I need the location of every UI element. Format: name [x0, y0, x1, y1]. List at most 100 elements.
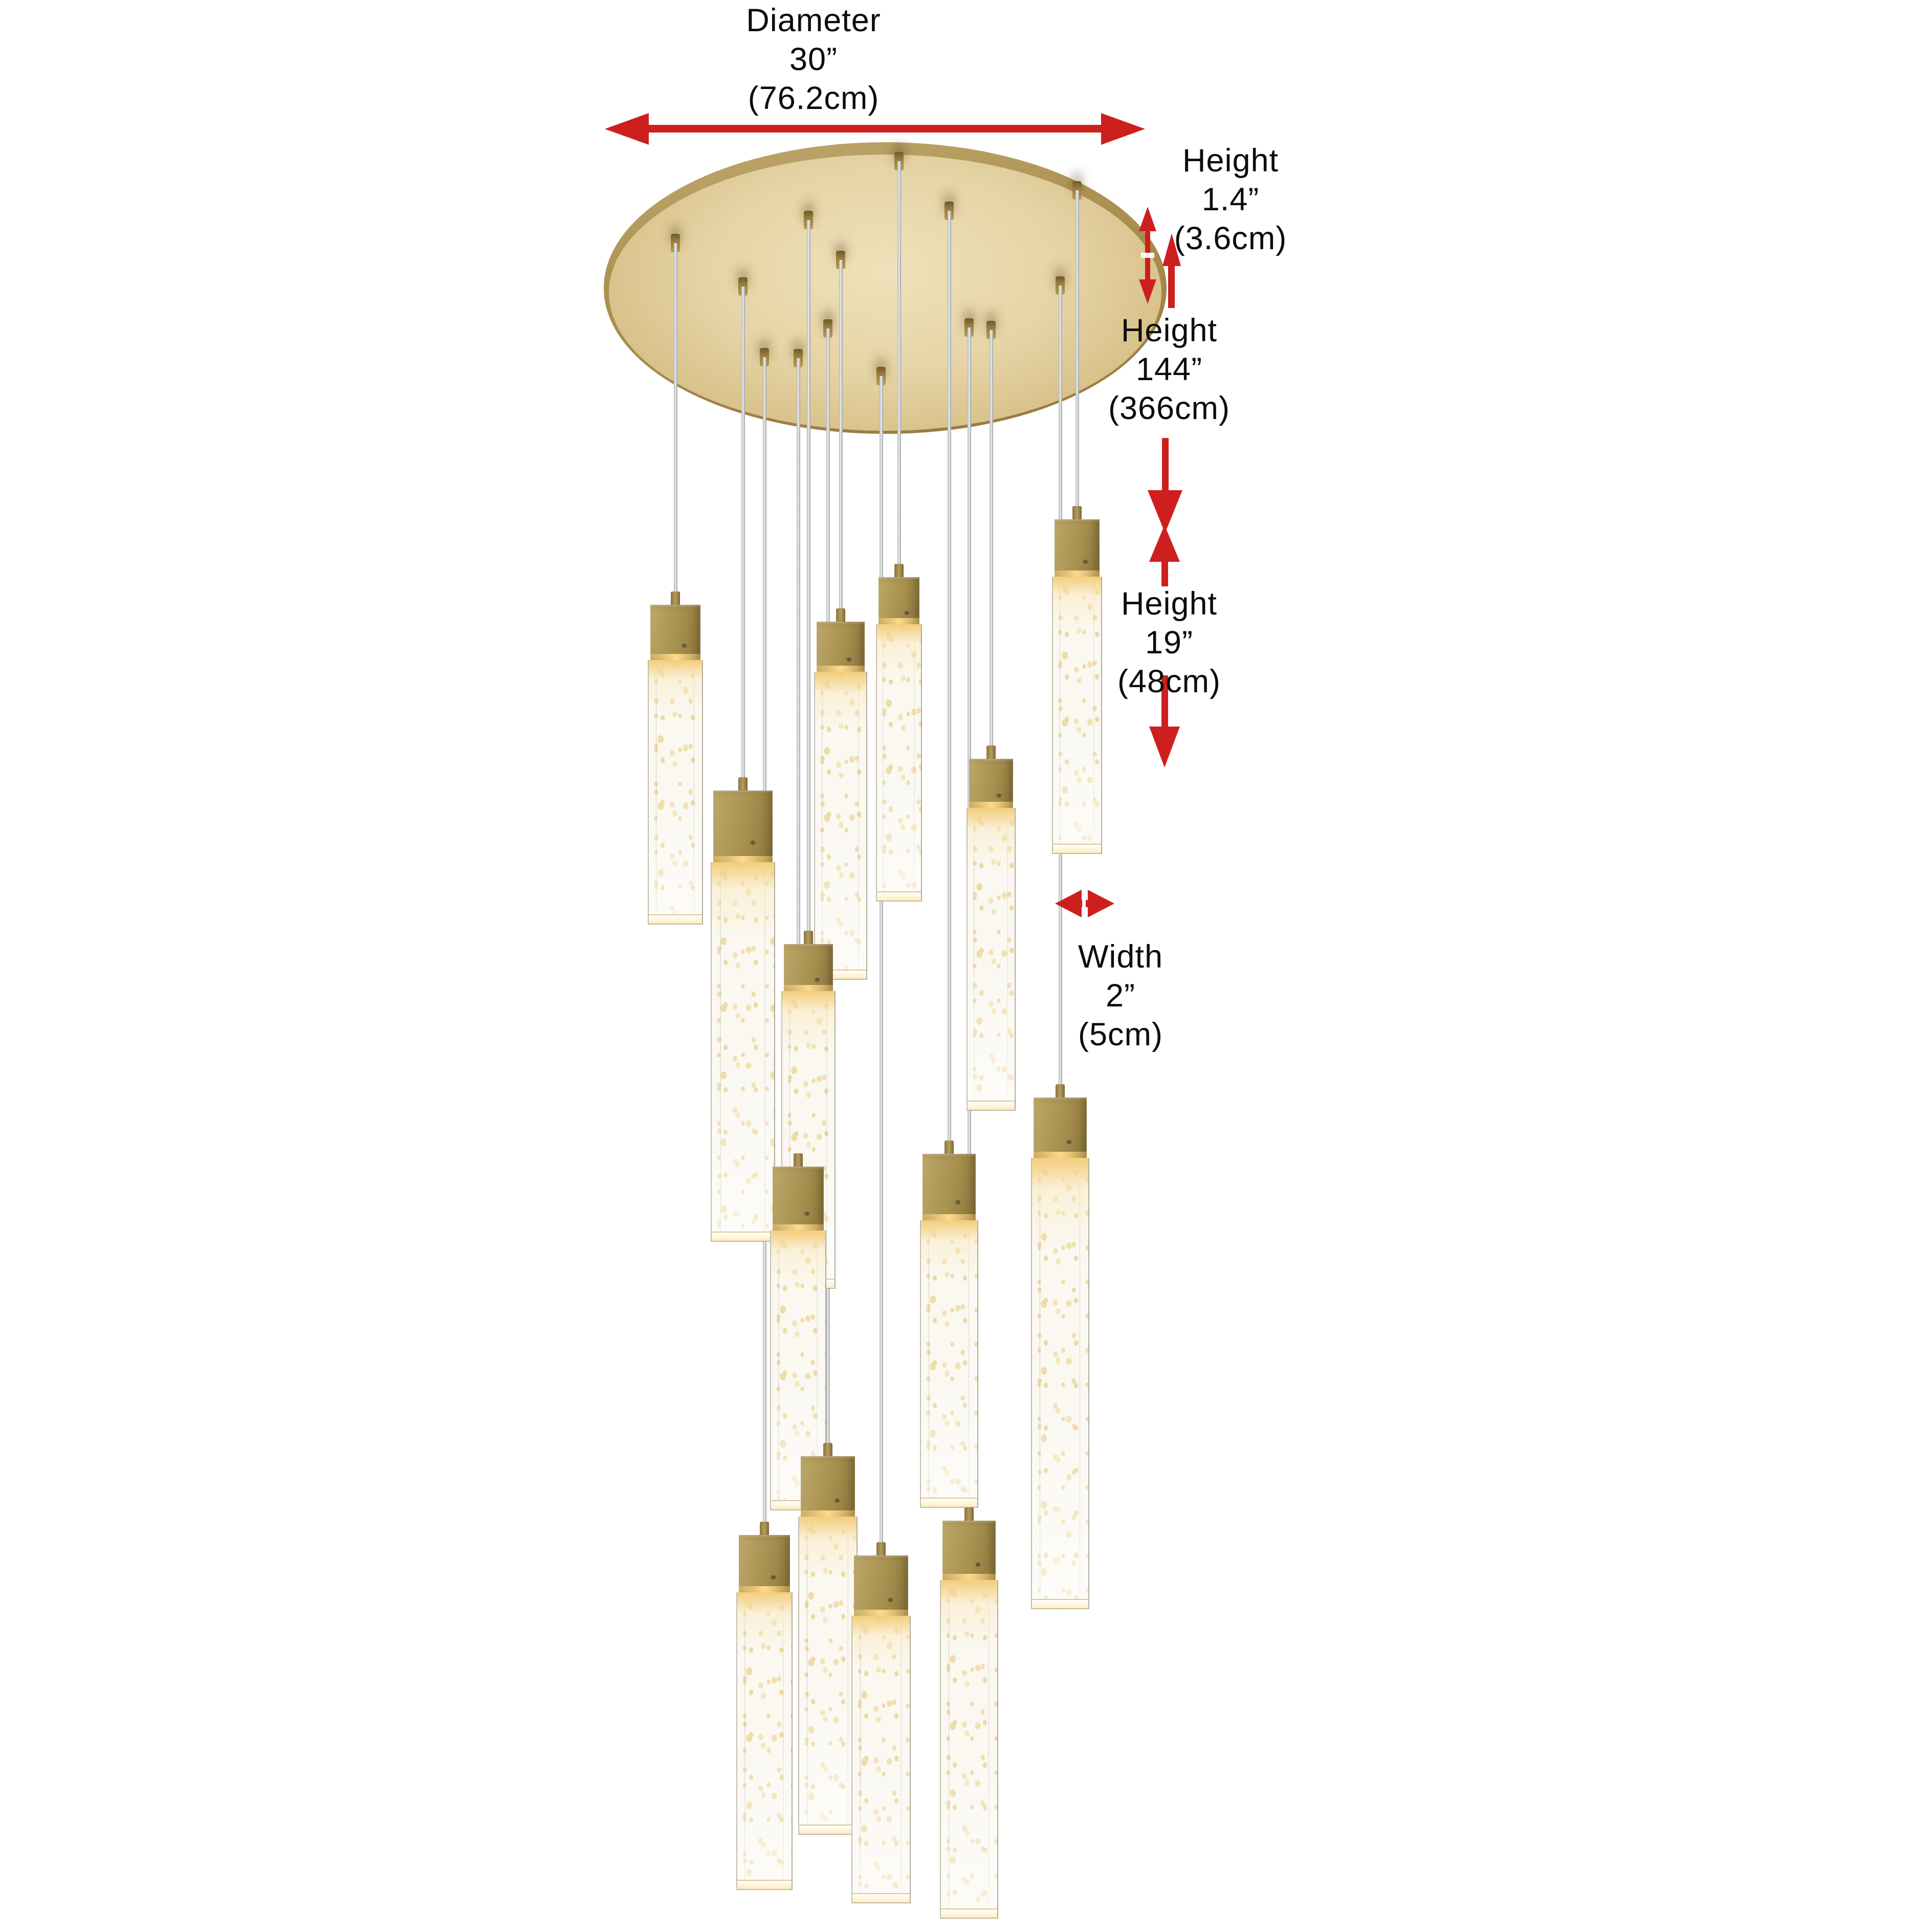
- pendant-width-label: Width: [1078, 939, 1163, 975]
- suspension-cable: [673, 243, 677, 592]
- diameter-value: 30”: [789, 41, 838, 77]
- overall-height-arrow-up-icon: [1162, 233, 1181, 266]
- cap-glow-band: [801, 1510, 855, 1517]
- cap-screw-icon: [750, 839, 756, 845]
- pendant-knob: [794, 1153, 803, 1168]
- crystal-bar: [648, 660, 703, 925]
- cap-glow-band: [854, 1610, 908, 1616]
- pendant-knob: [894, 564, 904, 578]
- overall-height-arrow-up-shaft: [1168, 265, 1175, 308]
- crystal-fade: [921, 1220, 977, 1507]
- suspension-cable: [879, 376, 883, 1543]
- pendant-knob: [1056, 1084, 1065, 1099]
- cap-glow-band: [784, 985, 833, 991]
- cap-screw-icon: [681, 642, 687, 648]
- suspension-cable: [989, 330, 993, 747]
- pendant-cap: [773, 1167, 824, 1231]
- pendant-height-arrow-down-shaft: [1161, 675, 1168, 728]
- pendant-height-arrow-up-icon: [1149, 525, 1180, 562]
- crystal-bottom-glow: [921, 1498, 977, 1507]
- pendant-width-metric: (5cm): [1078, 1017, 1163, 1052]
- crystal-bottom-glow: [737, 1880, 792, 1889]
- pendant-height-annotation: Height 19” (48cm): [1026, 584, 1312, 701]
- pendant-knob: [760, 1522, 769, 1536]
- crystal-bar: [967, 808, 1016, 1111]
- pendant-cap: [879, 577, 919, 624]
- pendant-knob: [823, 1443, 832, 1457]
- crystal-bottom-glow: [941, 1908, 997, 1918]
- pendant-cap: [739, 1535, 790, 1592]
- canopy-height-value: 1.4”: [1201, 182, 1260, 217]
- suspension-cable: [947, 211, 951, 1141]
- pendant-cap: [817, 622, 865, 672]
- crystal-bar: [814, 672, 867, 980]
- pendant-cap: [854, 1555, 908, 1616]
- cap-screw-icon: [955, 1199, 961, 1205]
- cap-glow-band: [773, 1224, 824, 1231]
- crystal-bar: [851, 1616, 911, 1903]
- cap-screw-icon: [904, 609, 910, 615]
- crystal-fade: [941, 1580, 997, 1918]
- canopy-height-label: Height: [1182, 143, 1279, 179]
- pendant-width-arrow-gap: [1082, 888, 1086, 919]
- pendant-knob: [671, 591, 680, 606]
- cap-screw-icon: [887, 1596, 893, 1602]
- crystal-fade: [1032, 1158, 1088, 1608]
- crystal-bar: [736, 1592, 793, 1890]
- overall-height-arrow-down-shaft: [1162, 438, 1169, 491]
- pendant-knob: [804, 931, 813, 945]
- pendant-cap: [1034, 1097, 1087, 1158]
- cap-screw-icon: [975, 1561, 981, 1567]
- cap-glow-band: [713, 856, 773, 862]
- pendant-knob: [738, 777, 748, 792]
- pendant-knob: [1072, 506, 1082, 520]
- diameter-arrow-left-icon: [605, 113, 649, 145]
- crystal-bottom-glow: [877, 891, 921, 901]
- crystal-bottom-glow: [852, 1893, 910, 1902]
- crystal-fade: [968, 808, 1015, 1110]
- cap-glow-band: [942, 1574, 996, 1580]
- cap-screw-icon: [804, 1210, 810, 1216]
- pendant-cap: [1055, 519, 1100, 577]
- crystal-bottom-glow: [649, 914, 702, 924]
- pendant-knob: [945, 1140, 954, 1155]
- suspension-cable: [806, 220, 810, 932]
- crystal-bar: [940, 1580, 998, 1919]
- suspension-cable: [1075, 190, 1079, 507]
- crystal-fade: [649, 660, 702, 924]
- cap-screw-icon: [846, 655, 852, 662]
- pendant-cap: [784, 944, 833, 991]
- cap-screw-icon: [771, 1574, 776, 1580]
- crystal-bottom-glow: [1032, 1599, 1088, 1608]
- crystal-bottom-glow: [799, 1825, 857, 1834]
- diameter-label: Diameter: [746, 3, 881, 38]
- suspension-cable: [741, 287, 745, 778]
- pendant-knob: [964, 1507, 974, 1522]
- cap-glow-band: [969, 802, 1013, 808]
- crystal-bar: [711, 862, 775, 1242]
- crystal-fade: [815, 672, 866, 979]
- cap-glow-band: [1034, 1152, 1087, 1158]
- cap-glow-band: [879, 618, 919, 624]
- overall-height-label: Height: [1121, 313, 1218, 348]
- canopy-height-arrow-down-icon: [1139, 279, 1156, 304]
- pendant-height-label: Height: [1121, 586, 1218, 622]
- crystal-fade: [1053, 577, 1101, 853]
- diameter-annotation: Diameter 30” (76.2cm): [670, 1, 957, 118]
- crystal-bar: [1052, 577, 1102, 854]
- pendant-height-metric: (48cm): [1117, 664, 1221, 699]
- suspension-cable: [839, 260, 843, 609]
- pendant-height-arrow-down-icon: [1149, 727, 1180, 767]
- crystal-fade: [712, 862, 774, 1241]
- crystal-bar: [876, 624, 922, 902]
- canopy-height-arrow-up-icon: [1139, 207, 1156, 231]
- cap-screw-icon: [814, 976, 820, 982]
- canopy-height-arrow-gap: [1141, 253, 1154, 258]
- cap-glow-band: [923, 1214, 976, 1220]
- canopy-height-metric: (3.6cm): [1174, 221, 1287, 256]
- crystal-fade: [799, 1517, 857, 1834]
- pendant-width-arrow-left-icon: [1055, 890, 1082, 917]
- cap-screw-icon: [1066, 1138, 1072, 1145]
- diameter-arrow-right-icon: [1101, 113, 1145, 145]
- overall-height-metric: (366cm): [1108, 390, 1231, 426]
